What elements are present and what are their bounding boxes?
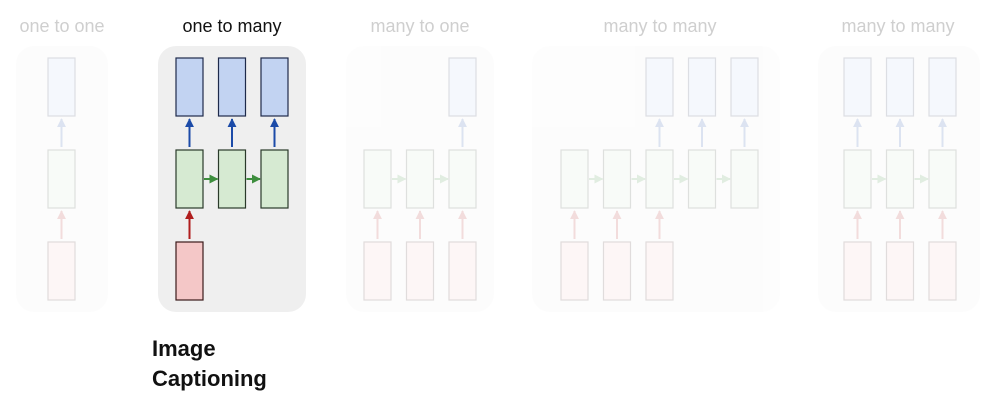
input-box xyxy=(47,241,76,301)
output-box xyxy=(730,57,759,117)
panel-many-to-many-synced xyxy=(818,46,980,312)
hidden-state-box xyxy=(645,149,674,209)
panel-many-to-many-delayed xyxy=(532,46,780,312)
output-box xyxy=(217,57,247,117)
input-box xyxy=(175,241,204,301)
output-box xyxy=(260,57,289,117)
hidden-state-box xyxy=(885,149,915,209)
hidden-state-box xyxy=(260,149,289,209)
input-box xyxy=(560,241,589,301)
hidden-state-box xyxy=(448,149,477,209)
input-box xyxy=(363,241,392,301)
input-box xyxy=(885,241,915,301)
output-box xyxy=(175,57,204,117)
panel-title-many-to-one: many to one xyxy=(370,16,470,36)
annotation-line-2: Captioning xyxy=(152,366,267,391)
panel-many-to-one xyxy=(346,46,494,312)
panel-background xyxy=(818,46,980,312)
input-box xyxy=(448,241,477,301)
hidden-state-box xyxy=(217,149,247,209)
input-box xyxy=(843,241,872,301)
output-box xyxy=(885,57,915,117)
output-box xyxy=(448,57,477,117)
input-box xyxy=(405,241,435,301)
hidden-state-box xyxy=(928,149,957,209)
panel-one-to-many xyxy=(158,46,306,312)
panel-title-one-to-many: one to many xyxy=(182,16,282,36)
input-box xyxy=(645,241,674,301)
hidden-state-box xyxy=(843,149,872,209)
output-box xyxy=(47,57,76,117)
hidden-state-box xyxy=(405,149,435,209)
output-box xyxy=(843,57,872,117)
output-box xyxy=(928,57,957,117)
input-box xyxy=(602,241,632,301)
panel-title-many-to-many-synced: many to many xyxy=(841,16,955,36)
hidden-state-box xyxy=(602,149,632,209)
hidden-state-box xyxy=(687,149,717,209)
hidden-state-box xyxy=(47,149,76,209)
hidden-state-box xyxy=(560,149,589,209)
input-box xyxy=(928,241,957,301)
output-box xyxy=(687,57,717,117)
panel-one-to-one xyxy=(16,46,108,312)
panel-title-many-to-many-delayed: many to many xyxy=(603,16,717,36)
highlight-annotation: Image Captioning xyxy=(152,334,267,394)
panel-background xyxy=(346,46,494,312)
panel-title-one-to-one: one to one xyxy=(19,16,105,36)
hidden-state-box xyxy=(730,149,759,209)
hidden-state-box xyxy=(175,149,204,209)
panel-background xyxy=(532,46,780,312)
annotation-line-1: Image xyxy=(152,336,216,361)
hidden-state-box xyxy=(363,149,392,209)
panel-background xyxy=(16,46,108,312)
output-box xyxy=(645,57,674,117)
